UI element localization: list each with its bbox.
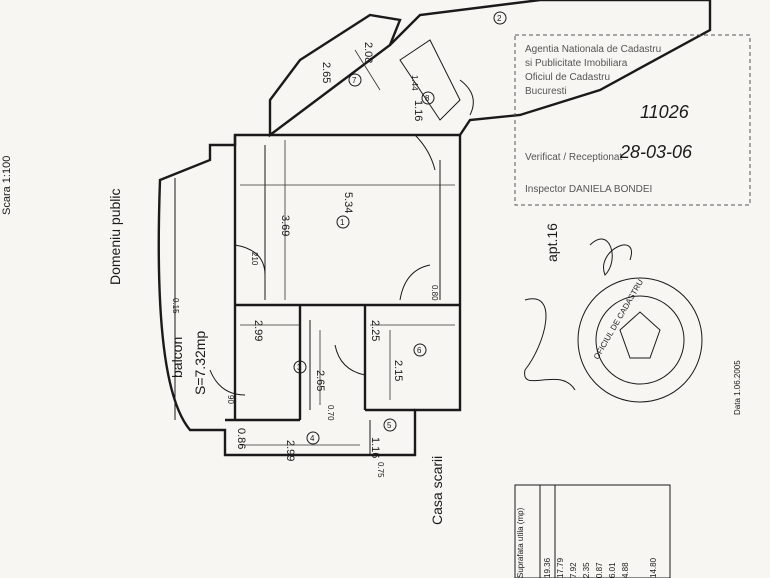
room-number-3: 3 [297, 363, 302, 372]
table-header: Suprafata utila (mp) [516, 507, 525, 578]
outer-walls [157, 0, 712, 457]
dim-label: 2.08 [362, 42, 374, 63]
room-number-8: 8 [425, 94, 430, 103]
door-swings [209, 79, 474, 396]
room-number-2: 2 [497, 14, 502, 23]
apartment-label: apt.16 [544, 223, 560, 262]
dim-label: 90 [226, 395, 235, 404]
dim-label: 2.65 [314, 370, 326, 391]
balcony-area: S=7.32mp [192, 331, 208, 395]
dim-label: 2.99 [284, 440, 296, 461]
stamp-line: Bucuresti [525, 86, 567, 97]
room-number-6: 6 [417, 346, 422, 355]
room-number-4: 4 [310, 434, 315, 443]
room-markers [293, 11, 507, 445]
stamp-number: 11026 [640, 102, 690, 122]
dim-label: 210 [250, 252, 259, 266]
dim-label: 2.99 [252, 320, 264, 341]
room-number-5: 5 [387, 421, 392, 430]
interior-walls [225, 39, 461, 455]
dim-label: 2.65 [320, 62, 332, 83]
dimension-lines [240, 49, 455, 446]
table-value: 19.36 [543, 557, 552, 578]
stamp-inspector: Inspector DANIELA BONDEI [525, 184, 652, 195]
cadastre-stamp: Agentia Nationala de Cadastru si Publici… [514, 34, 751, 206]
dim-label: 0.80 [430, 285, 439, 301]
dim-label: 2.25 [369, 320, 381, 341]
table-value: 14.80 [649, 557, 658, 578]
stamp-line: Agentia Nationala de Cadastru [525, 44, 661, 55]
signature [524, 238, 632, 391]
stamp-line: Oficiul de Cadastru [525, 72, 610, 83]
seal-inner: OFICIUL DE CADASTRU [592, 278, 645, 361]
room-number-1: 1 [340, 218, 345, 227]
table-value: 17.79 [556, 557, 565, 578]
dim-label: 2.15 [392, 360, 404, 381]
dim-label: 0.15 [171, 298, 180, 314]
dim-label: 0.86 [235, 428, 247, 449]
stamp-date: 28-03-06 [619, 142, 693, 162]
stamp-line: si Publicitate Imobiliara [525, 58, 628, 69]
official-seal: OFICIUL DE CADASTRU Data 1.06.2005 [577, 277, 742, 415]
balcony-label: balcon [169, 337, 185, 378]
stamp-received: Verificat / Receptionat [525, 152, 622, 163]
surface-table: Suprafata utila (mp) 19.36 17.79 7.92 2.… [514, 484, 671, 578]
dim-label: 0.70 [326, 405, 335, 421]
table-value: 2.35 [582, 562, 591, 578]
table-value: 4.88 [621, 562, 630, 578]
scale-label: Scara 1:100 [1, 156, 13, 215]
table-value: 0.87 [595, 562, 604, 578]
room-number-7: 7 [352, 76, 357, 85]
dim-label: 1.16 [369, 437, 381, 458]
dim-label: 3.69 [279, 215, 291, 236]
table-value: 6.01 [608, 562, 617, 578]
dim-label: 5.34 [342, 192, 354, 213]
dim-label: 1.16 [412, 100, 424, 121]
table-value: 7.92 [569, 562, 578, 578]
dim-label: 0.75 [376, 462, 385, 478]
street-label: Domeniu public [107, 189, 123, 286]
stair-label: Casa scarii [429, 456, 445, 525]
dim-label: 1.44 [410, 75, 419, 91]
seal-date: Data 1.06.2005 [733, 360, 742, 415]
